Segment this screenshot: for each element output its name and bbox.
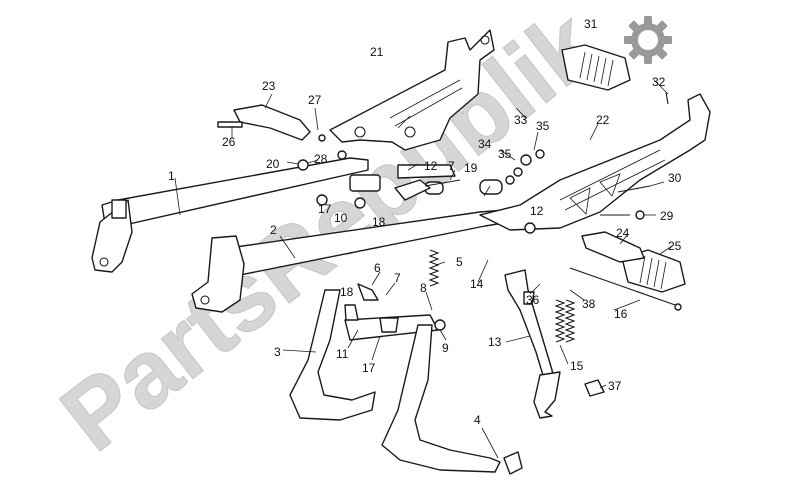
callout-19: 19	[464, 161, 478, 175]
callout-7-lower: 7	[394, 271, 401, 285]
callout-27: 27	[308, 93, 322, 107]
callout-1: 1	[168, 169, 175, 183]
callout-4: 4	[474, 413, 481, 427]
footrest-arm-24	[581, 231, 645, 263]
callout-8: 8	[420, 281, 427, 295]
callout-31: 31	[584, 17, 598, 31]
callout-18-upper: 18	[372, 215, 386, 229]
spring-15	[554, 299, 576, 343]
center-stand-3	[289, 289, 523, 475]
bolt-16	[569, 267, 682, 311]
callout-14: 14	[470, 277, 484, 291]
callout-17-lower: 17	[362, 361, 376, 375]
frame-bar-1	[91, 157, 369, 273]
callout-32: 32	[652, 75, 666, 89]
callout-15: 15	[570, 359, 584, 373]
side-stand-13	[504, 269, 561, 419]
callout-33: 33	[514, 113, 528, 127]
callout-34: 34	[478, 137, 492, 151]
callout-26: 26	[222, 135, 236, 149]
callout-20: 20	[266, 157, 280, 171]
callout-38: 38	[582, 297, 596, 311]
footrest-arm-23	[233, 104, 311, 141]
callout-2: 2	[270, 223, 277, 237]
callout-29: 29	[660, 209, 674, 223]
callout-3: 3	[274, 345, 281, 359]
callout-13: 13	[488, 335, 502, 349]
bracket-21	[329, 29, 495, 151]
frame-bar-2	[191, 209, 511, 313]
callout-12-upper: 12	[424, 159, 438, 173]
callout-6: 6	[374, 261, 381, 275]
callout-36: 36	[526, 293, 540, 307]
callout-11: 11	[336, 347, 349, 361]
callout-21: 21	[370, 45, 384, 59]
callout-17-upper: 17	[318, 202, 332, 216]
leader-lines	[174, 79, 673, 459]
callout-28: 28	[314, 152, 328, 166]
spring-5	[428, 249, 440, 287]
callout-labels: 1 2 3 4 5 6 7 7 8 9 10 11 12 12 13 14 15…	[168, 17, 682, 427]
hardware	[217, 91, 669, 397]
footpeg-25	[621, 249, 686, 293]
gear-icon	[624, 16, 672, 64]
bracket-22	[479, 93, 711, 231]
callout-22: 22	[596, 113, 610, 127]
callout-37: 37	[608, 379, 622, 393]
callout-16: 16	[614, 307, 628, 321]
callout-10: 10	[334, 211, 348, 225]
callout-35-lower: 35	[498, 147, 512, 161]
callout-30: 30	[668, 171, 682, 185]
callout-23: 23	[262, 79, 276, 93]
callout-7-upper: 7	[448, 159, 455, 173]
callout-25: 25	[668, 239, 682, 253]
callout-5: 5	[456, 255, 463, 269]
callout-35-upper: 35	[536, 119, 550, 133]
callout-24: 24	[616, 226, 630, 240]
callout-12-lower: 12	[530, 204, 544, 218]
callout-18-lower: 18	[340, 285, 354, 299]
callout-9: 9	[442, 341, 449, 355]
footpeg-31	[561, 44, 631, 91]
